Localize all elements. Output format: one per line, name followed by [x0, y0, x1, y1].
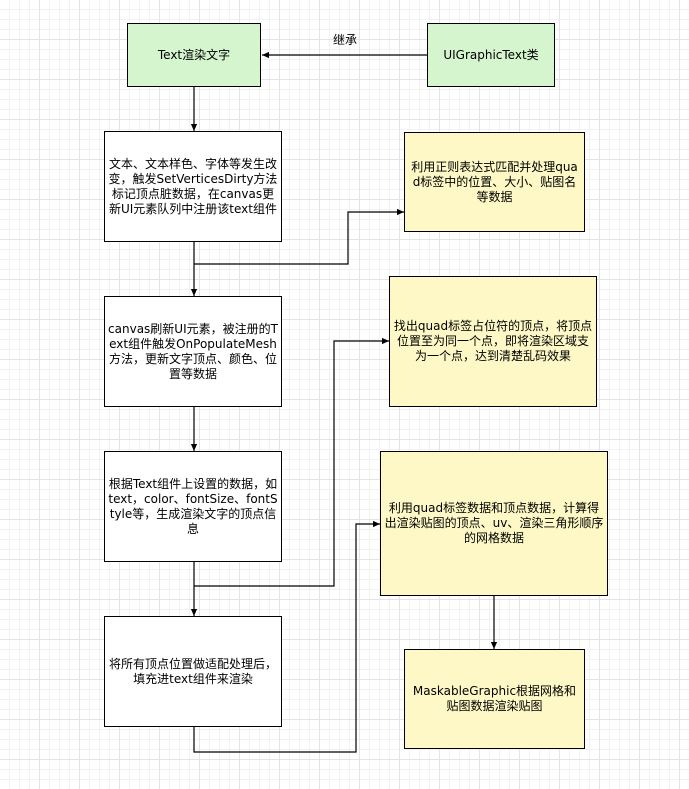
node-ui-graphic-text: UIGraphicText类	[427, 23, 555, 87]
node-text-render: Text渲染文字	[127, 23, 261, 87]
node-step3: 根据Text组件上设置的数据，如text，color、fontSize、font…	[104, 451, 282, 562]
node-quad3: 利用quad标签数据和顶点数据，计算得出渲染贴图的顶点、uv、渲染三角形顺序的网…	[380, 451, 608, 596]
node-step4: 将所有顶点位置做适配处理后，填充进text组件来渲染	[104, 616, 282, 727]
node-step2: canvas刷新UI元素，被注册的Text组件触发OnPopulateMesh方…	[104, 296, 282, 407]
edge-step1-to-quad1	[194, 208, 404, 265]
node-maskable: MaskableGraphic根据网格和贴图数据渲染贴图	[404, 649, 585, 749]
inherit-label: 继承	[333, 33, 358, 47]
edge-step3-to-quad2	[194, 337, 389, 587]
edge-step4-to-quad3	[193, 520, 380, 753]
node-step1: 文本、文本样色、字体等发生改变，触发SetVerticesDirty方法标记顶点…	[104, 131, 282, 242]
node-quad1: 利用正则表达式匹配并处理quad标签中的位置、大小、贴图名等数据	[404, 132, 585, 232]
node-quad2: 找出quad标签占位符的顶点，将顶点位置至为同一个点，即将渲染区域支为一个点，达…	[389, 276, 597, 407]
